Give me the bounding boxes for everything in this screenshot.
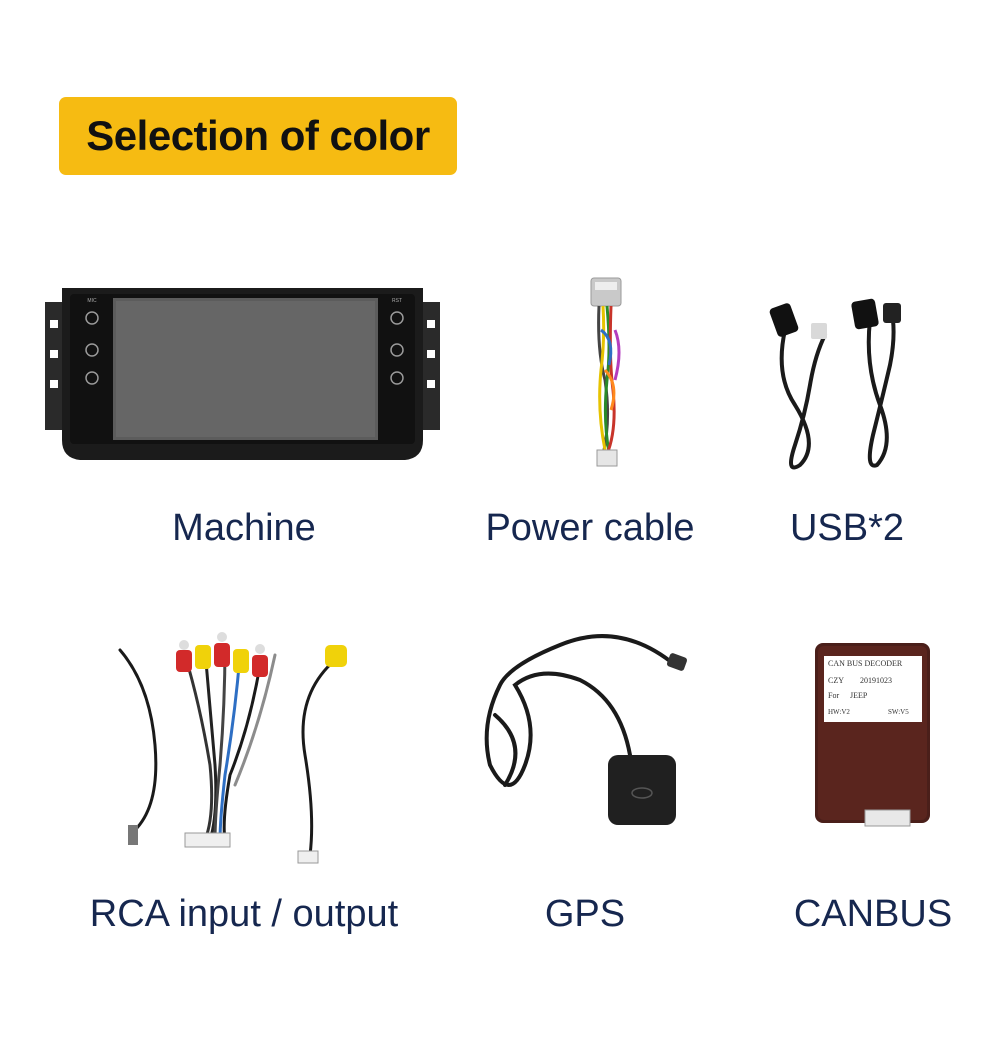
machine-image: MIC RST bbox=[40, 280, 445, 465]
power-cable-image bbox=[575, 270, 635, 475]
section-title: Selection of color bbox=[86, 112, 430, 159]
item-label-canbus: CANBUS bbox=[793, 893, 953, 935]
canbus-line1: CAN BUS DECODER bbox=[828, 659, 903, 668]
item-label-usb: USB*2 bbox=[789, 507, 905, 549]
canbus-line3b: JEEP bbox=[850, 691, 868, 700]
canbus-line2: CZY bbox=[828, 676, 844, 685]
item-label-gps: GPS bbox=[544, 893, 626, 935]
canbus-decoder-image: CAN BUS DECODER CZY 20191023 For JEEP HW… bbox=[810, 638, 935, 833]
canbus-line3: For bbox=[828, 691, 839, 700]
rca-cables-image bbox=[110, 625, 380, 865]
section-title-badge: Selection of color bbox=[59, 97, 457, 175]
item-label-machine: Machine bbox=[172, 507, 316, 549]
canbus-line4b: SW:V5 bbox=[888, 708, 909, 716]
canbus-line2b: 20191023 bbox=[860, 676, 892, 685]
usb-cables-image bbox=[765, 295, 915, 475]
mic-text: MIC bbox=[87, 298, 97, 304]
item-label-power-cable: Power cable bbox=[485, 507, 695, 549]
rst-text: RST bbox=[392, 298, 402, 304]
gps-antenna-image bbox=[470, 625, 700, 835]
item-label-rca: RCA input / output bbox=[89, 893, 399, 935]
canbus-line4: HW:V2 bbox=[828, 708, 850, 716]
